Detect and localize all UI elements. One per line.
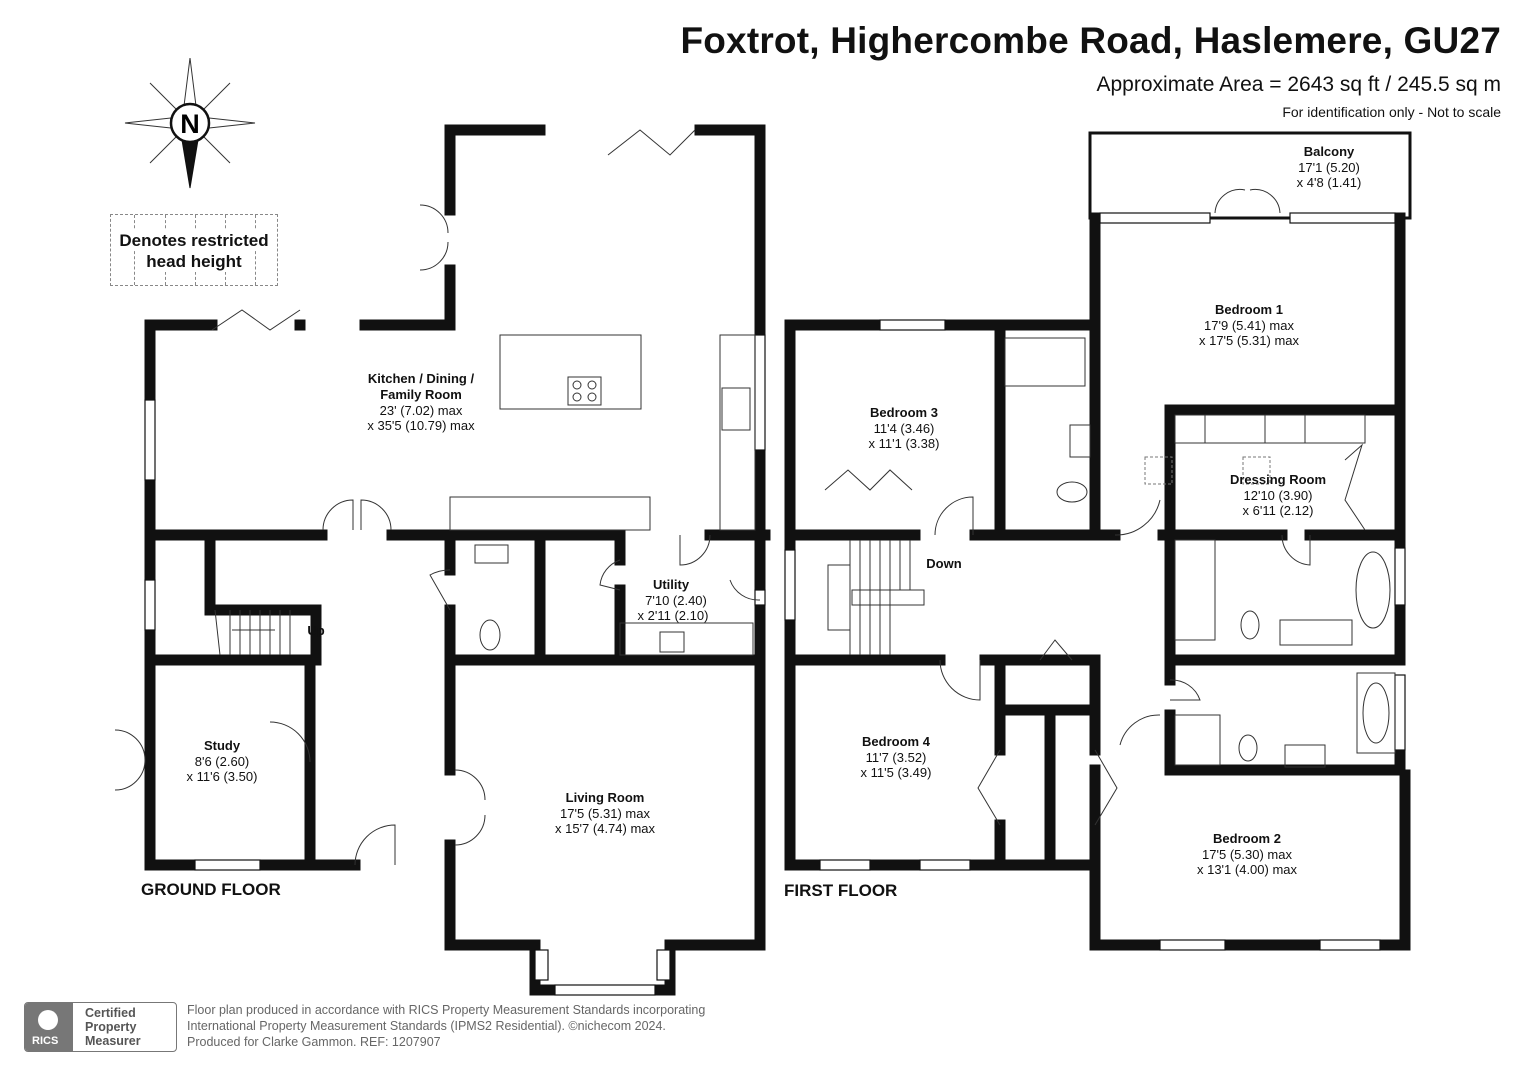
compass-icon: [124, 57, 256, 189]
restricted-legend-line2: head height: [146, 251, 242, 272]
balcony-dim2: x 4'8 (1.41): [1297, 175, 1362, 190]
restricted-height-legend: Denotes restricted head height: [110, 214, 278, 286]
scale-note: For identification only - Not to scale: [1282, 104, 1501, 120]
dressing-room-name: Dressing Room: [1230, 472, 1326, 487]
bedroom1-name: Bedroom 1: [1215, 302, 1283, 317]
living-room-dim1: 17'5 (5.31) max: [560, 806, 650, 821]
ground-floor-fittings: [114, 129, 761, 866]
living-room-dim2: x 15'7 (4.74) max: [555, 821, 656, 836]
utility-dim1: 7'10 (2.40): [645, 593, 707, 608]
study-name: Study: [204, 738, 241, 753]
bedroom2-dim1: 17'5 (5.30) max: [1202, 847, 1292, 862]
restricted-legend-line1: Denotes restricted: [119, 230, 269, 251]
restricted-height-marks: [1144, 456, 1271, 485]
bedroom3-dim2: x 11'1 (3.38): [869, 436, 940, 451]
badge-text: Certified Property Measurer: [85, 1006, 141, 1048]
bedroom4-dim1: 11'7 (3.52): [866, 750, 927, 765]
footer-disclaimer: Floor plan produced in accordance with R…: [187, 1002, 705, 1050]
first-floor-label: FIRST FLOOR: [784, 881, 898, 900]
badge-line3: Measurer: [85, 1034, 141, 1048]
bedroom1-dim1: 17'9 (5.41) max: [1204, 318, 1294, 333]
bedroom4-dim2: x 11'5 (3.49): [861, 765, 932, 780]
footer-line2: International Property Measurement Stand…: [187, 1019, 666, 1033]
dressing-room-dim1: 12'10 (3.90): [1244, 488, 1313, 503]
kitchen-name-line1: Kitchen / Dining /: [368, 371, 475, 386]
bedroom1-dim2: x 17'5 (5.31) max: [1199, 333, 1300, 348]
dressing-room-dim2: x 6'11 (2.12): [1243, 503, 1314, 518]
balcony-dim1: 17'1 (5.20): [1298, 160, 1360, 175]
rics-logo-icon: RICS: [25, 1003, 73, 1051]
bedroom2-name: Bedroom 2: [1213, 831, 1281, 846]
bedroom2-dim2: x 13'1 (4.00) max: [1197, 862, 1298, 877]
rics-certified-badge: RICS Certified Property Measurer: [24, 1002, 177, 1052]
ground-floor-walls: [144, 124, 771, 996]
first-floor-windows: [784, 212, 1406, 951]
bedroom4-name: Bedroom 4: [862, 734, 931, 749]
property-title: Foxtrot, Highercombe Road, Haslemere, GU…: [680, 20, 1501, 61]
ground-floor-label: GROUND FLOOR: [141, 880, 281, 899]
compass-north-label: N: [180, 109, 200, 139]
study-dim2: x 11'6 (3.50): [187, 769, 258, 784]
rics-logo-text: RICS: [32, 1035, 59, 1047]
kitchen-name-line2: Family Room: [380, 387, 462, 402]
utility-dim2: x 2'11 (2.10): [638, 608, 709, 623]
footer-line1: Floor plan produced in accordance with R…: [187, 1003, 706, 1017]
first-floor-fittings: [824, 189, 1396, 826]
badge-line1: Certified: [85, 1006, 136, 1020]
stairs-up-label: Up: [307, 623, 324, 638]
kitchen-dim1: 23' (7.02) max: [380, 403, 463, 418]
badge-line2: Property: [85, 1020, 137, 1034]
footer-line3: Produced for Clarke Gammon. REF: 1207907: [187, 1035, 441, 1049]
bedroom3-dim1: 11'4 (3.46): [874, 421, 935, 436]
approximate-area: Approximate Area = 2643 sq ft / 245.5 sq…: [1096, 73, 1502, 96]
stairs-down-label: Down: [926, 556, 961, 571]
balcony-outline: [1088, 131, 1412, 220]
study-dim1: 8'6 (2.60): [195, 754, 250, 769]
balcony-name: Balcony: [1304, 144, 1355, 159]
bedroom3-name: Bedroom 3: [870, 405, 938, 420]
utility-name: Utility: [653, 577, 690, 592]
kitchen-dim2: x 35'5 (10.79) max: [367, 418, 475, 433]
living-room-name: Living Room: [566, 790, 645, 805]
